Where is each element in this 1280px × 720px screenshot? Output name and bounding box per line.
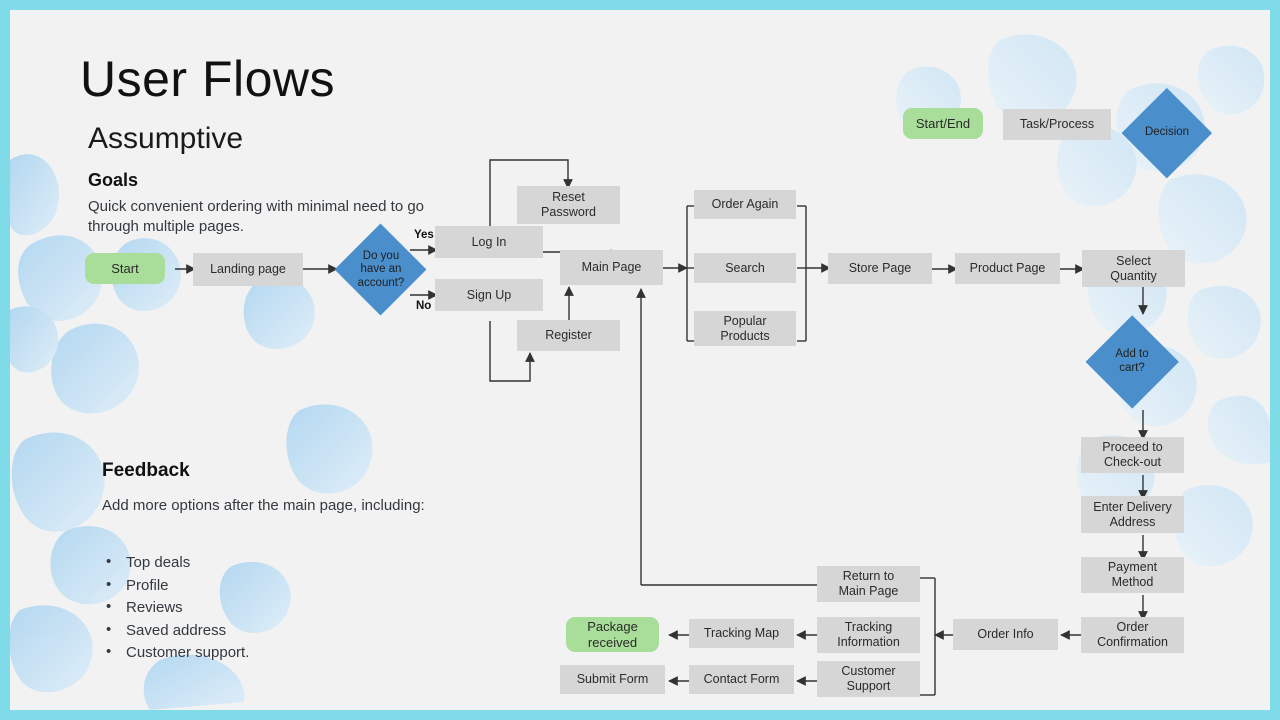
flow-node-label: Submit Form: [576, 672, 649, 687]
flow-node-label: Store Page: [848, 261, 912, 276]
legend-decision-label: Decision: [1144, 126, 1190, 139]
flow-node-orderinfo[interactable]: Order Info: [953, 619, 1058, 650]
flow-node-login[interactable]: Log In: [435, 226, 543, 258]
flow-node-label: Payment Method: [1107, 560, 1158, 589]
flow-node-storepage[interactable]: Store Page: [828, 253, 932, 284]
feedback-heading: Feedback: [102, 460, 190, 481]
flow-node-label: Order Info: [977, 627, 1034, 642]
page-title: User Flows: [80, 51, 336, 107]
flow-node-productpage[interactable]: Product Page: [955, 253, 1060, 284]
list-item: Saved address: [102, 620, 249, 641]
flow-node-label: Contact Form: [703, 672, 780, 687]
flow-node-mainpage[interactable]: Main Page: [560, 250, 663, 285]
list-item: Profile: [102, 575, 249, 596]
flow-node-label: Select Quantity: [1110, 253, 1157, 283]
flow-node-label: Product Page: [969, 261, 1046, 276]
flow-node-trackmap[interactable]: Tracking Map: [689, 619, 794, 648]
flow-node-orderconf[interactable]: Order Confirmation: [1081, 617, 1184, 653]
flow-node-label: Return to Main Page: [838, 569, 899, 598]
flow-node-selectqty[interactable]: Select Quantity: [1082, 250, 1185, 287]
flow-node-custsupport[interactable]: Customer Support: [817, 661, 920, 697]
flow-node-label: Landing page: [210, 262, 286, 277]
flow-node-label: Sign Up: [466, 287, 512, 302]
flow-node-tracking[interactable]: Tracking Information: [817, 617, 920, 653]
flow-node-label: Package received: [587, 619, 638, 650]
goals-body: Quick convenient ordering with minimal n…: [88, 198, 425, 235]
feedback-list: Top deals Profile Reviews Saved address …: [102, 552, 249, 666]
flow-node-label: Popular Products: [720, 313, 770, 343]
list-item: Top deals: [102, 552, 249, 573]
list-item: Reviews: [102, 597, 249, 618]
flow-node-register[interactable]: Register: [517, 320, 620, 351]
flow-node-label: Enter Delivery Address: [1093, 499, 1172, 529]
flow-node-checkout[interactable]: Proceed to Check-out: [1081, 437, 1184, 473]
flow-node-landing[interactable]: Landing page: [193, 253, 303, 286]
legend-start-end: Start/End: [903, 108, 983, 139]
flow-node-returnmain[interactable]: Return to Main Page: [817, 566, 920, 602]
list-item: Customer support.: [102, 642, 249, 663]
flow-node-payment[interactable]: Payment Method: [1081, 557, 1184, 593]
flow-node-label: Tracking Map: [703, 626, 780, 641]
flow-node-label: Log In: [471, 234, 507, 249]
flow-node-signup[interactable]: Sign Up: [435, 279, 543, 311]
flow-node-label: Order Confirmation: [1097, 620, 1168, 649]
flow-node-label: Add to cart?: [1115, 348, 1149, 374]
feedback-body: Add more options after the main page, in…: [102, 497, 425, 514]
page-subtitle: Assumptive: [88, 122, 244, 155]
flow-node-label: Proceed to Check-out: [1102, 440, 1163, 469]
flow-node-label: Order Again: [711, 197, 779, 212]
slide-canvas: User Flows Assumptive Goals Quick conven…: [10, 10, 1270, 710]
flow-node-contactform[interactable]: Contact Form: [689, 665, 794, 694]
flow-node-addtocart[interactable]: Add to cart?: [1085, 315, 1179, 409]
goals-heading: Goals: [88, 170, 139, 190]
flow-node-has-account[interactable]: Do you have an account?: [335, 224, 427, 316]
flow-node-submitform[interactable]: Submit Form: [560, 665, 665, 694]
flow-node-label: Search: [725, 260, 765, 275]
flow-node-reset[interactable]: Reset Password: [517, 186, 620, 224]
flow-node-search[interactable]: Search: [694, 253, 796, 283]
flow-node-label: Main Page: [581, 260, 642, 275]
legend-task-process: Task/Process: [1003, 109, 1111, 140]
legend-decision: Decision: [1122, 88, 1212, 178]
flow-node-label: Customer Support: [841, 664, 896, 693]
flow-node-delivery[interactable]: Enter Delivery Address: [1081, 496, 1184, 533]
flow-node-label: Do you have an account?: [357, 249, 405, 289]
flow-node-package[interactable]: Package received: [566, 617, 659, 652]
connector-lines: [175, 159, 1148, 696]
flow-node-label: Start: [111, 260, 139, 276]
flow-node-label: Register: [545, 328, 592, 343]
flow-node-label: Reset Password: [541, 190, 596, 219]
flow-node-start[interactable]: Start: [85, 253, 165, 284]
flow-node-orderagain[interactable]: Order Again: [694, 190, 796, 219]
flow-node-popular[interactable]: Popular Products: [694, 311, 796, 346]
flow-node-label: Tracking Information: [837, 620, 900, 649]
